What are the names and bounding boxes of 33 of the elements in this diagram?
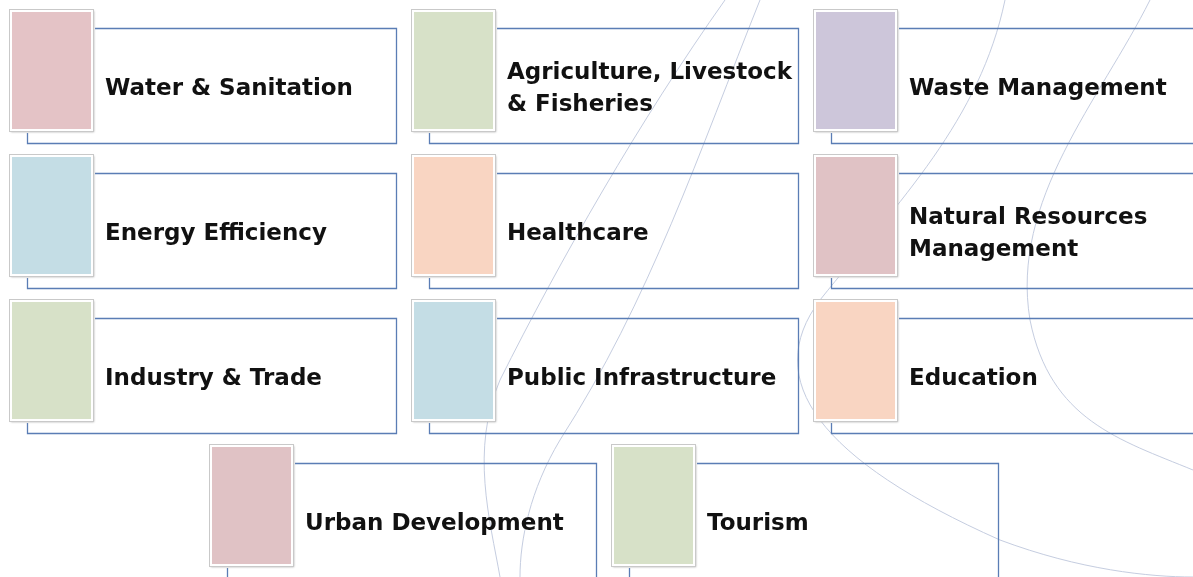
color-tab	[10, 155, 93, 276]
color-tab	[814, 10, 897, 131]
category-card	[412, 155, 800, 290]
category-title: Tourism	[707, 507, 809, 537]
color-tab	[412, 300, 495, 421]
category-title: Natural Resources Management	[909, 201, 1149, 263]
color-tab	[412, 155, 495, 276]
category-title: Urban Development	[305, 507, 564, 537]
category-title: Public Infrastructure	[507, 362, 777, 392]
category-card	[10, 155, 398, 290]
category-title: Water & Sanitation	[105, 72, 353, 102]
color-tab	[412, 10, 495, 131]
category-title: Healthcare	[507, 217, 649, 247]
color-tab	[814, 155, 897, 276]
category-card	[210, 445, 598, 577]
color-tab	[612, 445, 695, 566]
color-tab	[10, 300, 93, 421]
category-title: Education	[909, 362, 1038, 392]
color-tab	[210, 445, 293, 566]
category-card	[412, 10, 800, 145]
category-card	[814, 10, 1193, 145]
category-title: Energy Efficiency	[105, 217, 327, 247]
category-title: Industry & Trade	[105, 362, 322, 392]
category-title: Agriculture, Livestock & Fisheries	[507, 56, 792, 118]
category-card	[412, 300, 800, 435]
category-card	[612, 445, 1000, 577]
category-title: Waste Management	[909, 72, 1167, 102]
color-tab	[814, 300, 897, 421]
category-card	[814, 300, 1193, 435]
color-tab	[10, 10, 93, 131]
category-card	[10, 10, 398, 145]
category-card	[814, 155, 1193, 290]
category-card	[10, 300, 398, 435]
